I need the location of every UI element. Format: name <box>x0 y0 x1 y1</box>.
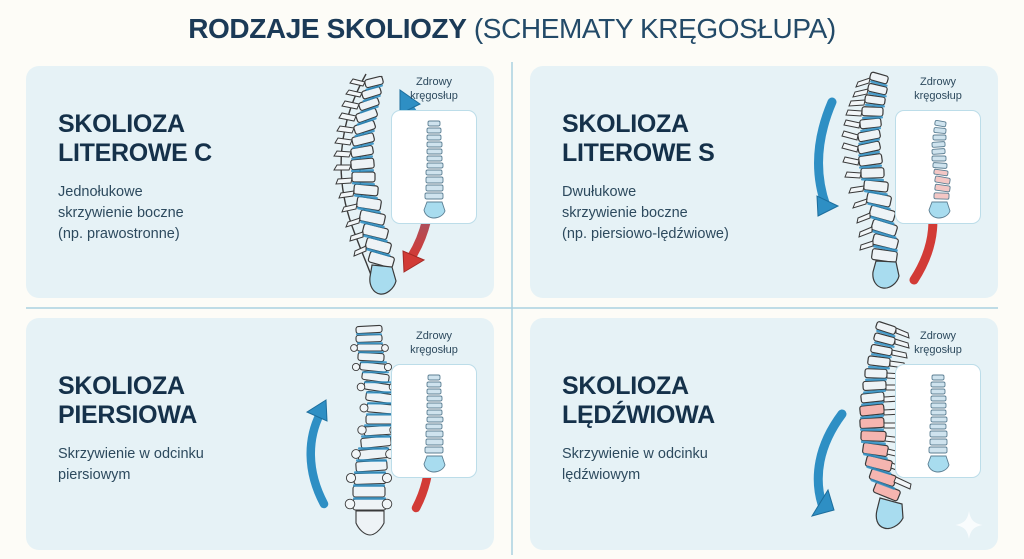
panel-skolioza-literowe-s[interactable]: SKOLIOZA LITEROWE S Dwułukowe skrzywieni… <box>530 66 998 298</box>
panel-description: Dwułukowe skrzywienie boczne (np. piersi… <box>562 184 729 243</box>
page-title-strong: RODZAJE SKOLIOZY <box>188 13 467 44</box>
panel-text-block: SKOLIOZA LĘDŹWIOWA Skrzywienie w odcinku… <box>562 372 812 486</box>
panel-heading: SKOLIOZA PIERSIOWA <box>58 372 197 429</box>
panel-heading: SKOLIOZA LĘDŹWIOWA <box>562 372 715 429</box>
spine-column <box>344 324 401 536</box>
panel-description: Jednołukowe skrzywienie boczne (np. praw… <box>58 184 184 243</box>
panel-skolioza-ledzwiowa[interactable]: SKOLIOZA LĘDŹWIOWA Skrzywienie w odcinku… <box>530 318 998 550</box>
healthy-spine-inset: Zdrowy kręgosłup <box>890 330 986 478</box>
spine-illustration-lumbar <box>802 318 962 550</box>
arrow-down-blue <box>813 97 840 217</box>
inset-label: Zdrowy kręgosłup <box>914 330 962 356</box>
inset-box <box>895 363 981 478</box>
spine-column <box>333 73 397 295</box>
panel-grid: SKOLIOZA LITEROWE C Jednołukowe skrzywie… <box>0 58 1024 559</box>
panel-text-block: SKOLIOZA LITEROWE C Jednołukowe skrzywie… <box>58 110 308 245</box>
spine-illustration-s-curve <box>802 66 962 298</box>
panel-description: Skrzywienie w odcinku piersiowym <box>58 446 204 484</box>
panel-heading: SKOLIOZA LITEROWE C <box>58 110 212 167</box>
healthy-spine-icon <box>423 120 446 218</box>
page-title-light: (SCHEMATY KRĘGOSŁUPA) <box>466 13 836 44</box>
page-header: RODZAJE SKOLIOZY (SCHEMATY KRĘGOSŁUPA) <box>0 0 1024 58</box>
inset-box <box>391 363 477 478</box>
arrow-down-blue <box>810 409 847 517</box>
healthy-spine-icon <box>423 374 446 472</box>
spine-column <box>859 321 912 530</box>
panel-description: Skrzywienie w odcinku lędźwiowym <box>562 446 708 484</box>
page-title: RODZAJE SKOLIOZY (SCHEMATY KRĘGOSŁUPA) <box>188 13 836 45</box>
healthy-spine-icon <box>927 374 950 472</box>
inset-label: Zdrowy kręgosłup <box>410 76 458 102</box>
panel-text-block: SKOLIOZA PIERSIOWA Skrzywienie w odcinku… <box>58 372 308 486</box>
panel-heading: SKOLIOZA LITEROWE S <box>562 110 715 167</box>
healthy-spine-inset: Zdrowy kręgosłup <box>386 330 482 478</box>
inset-box <box>391 109 477 224</box>
arrow-up-blue <box>305 399 329 509</box>
inset-label: Zdrowy kręgosłup <box>914 76 962 102</box>
spine-column <box>841 71 900 289</box>
panel-text-block: SKOLIOZA LITEROWE S Dwułukowe skrzywieni… <box>562 110 812 245</box>
panel-skolioza-literowe-c[interactable]: SKOLIOZA LITEROWE C Jednołukowe skrzywie… <box>26 66 494 298</box>
healthy-spine-inset: Zdrowy kręgosłup <box>386 76 482 224</box>
healthy-spine-icon <box>928 119 951 218</box>
healthy-spine-inset: Zdrowy kręgosłup <box>890 76 986 224</box>
divider-horizontal <box>26 307 998 309</box>
inset-box <box>895 109 981 224</box>
panel-skolioza-piersiowa[interactable]: SKOLIOZA PIERSIOWA Skrzywienie w odcinku… <box>26 318 494 550</box>
inset-label: Zdrowy kręgosłup <box>410 330 458 356</box>
